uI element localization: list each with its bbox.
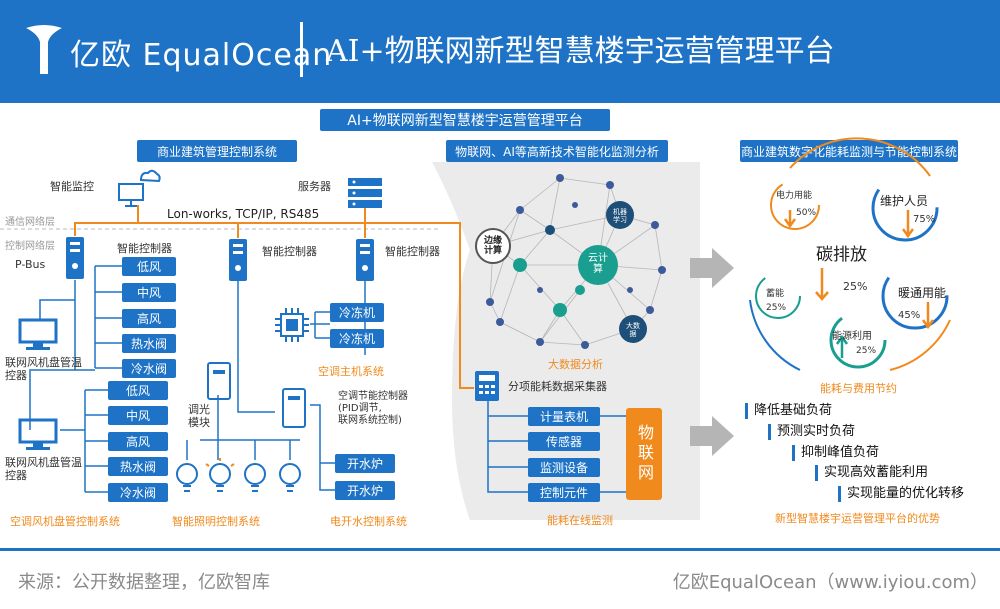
fan-box-1-cold: 冷水阀 <box>122 359 176 378</box>
fan-box-2-hot: 热水阀 <box>108 457 168 476</box>
right-section-title: 商业建筑数字化能耗监测与节能控制系统 <box>740 140 958 162</box>
monitor-cloud-icon <box>118 169 161 207</box>
energy-use-pct: 25% <box>856 346 877 356</box>
monitor-label: 智能监控 <box>50 180 94 193</box>
bigdata-node-label: 大数据 <box>626 322 640 338</box>
sys-water-label: 电开水控制系统 <box>330 515 407 528</box>
middle-section-title: 物联网、AI等高新技术智能化监测分析 <box>446 140 668 162</box>
sys-fan-coil-label: 空调风机盘管控制系统 <box>10 515 120 528</box>
footer-line <box>0 548 1000 551</box>
saving-label: 能耗与费用节约 <box>820 382 897 395</box>
power-label: 电力用能 <box>776 191 813 201</box>
iot-box-control: 控制元件 <box>528 483 600 502</box>
header-separator <box>300 22 303 77</box>
hvac-pct: 45% <box>898 310 921 321</box>
dimmer-icon <box>207 362 231 400</box>
advantage-label: 新型智慧楼宇运营管理平台的优势 <box>775 512 940 525</box>
collector-icon <box>475 371 499 401</box>
ac-host-system-label: 空调主机系统 <box>318 365 384 378</box>
boiler-box-1: 开水炉 <box>335 454 395 473</box>
left-section-title: 商业建筑管理控制系统 <box>137 140 297 162</box>
fan-box-2-low: 低风 <box>108 381 168 400</box>
controller-icon-3 <box>356 239 374 281</box>
benefit-5: 实现能量的优化转移 <box>838 486 964 502</box>
fan-box-2-mid: 中风 <box>108 406 168 425</box>
layer-comm: 通信网络层 <box>5 217 55 228</box>
ml-node-label: 机器学习 <box>613 208 627 224</box>
sys-lighting-label: 智能照明控制系统 <box>172 515 260 528</box>
footer-brand: 亿欧EqualOcean（www.iyiou.com） <box>672 572 988 593</box>
edge-node-label: 边缘计算 <box>483 236 502 256</box>
controller-icon-2 <box>229 239 247 281</box>
ac-energy-ctrl-label: 空调节能控制器 (PID调节, 联网系统控制) <box>338 391 408 426</box>
storage-pct: 25% <box>766 303 787 313</box>
cloud-node-label: 云计算 <box>588 253 608 275</box>
hvac-label: 暖通用能 <box>898 286 947 300</box>
server-label: 服务器 <box>298 180 331 193</box>
energy-use-label: 能源利用 <box>832 331 872 342</box>
controller-icon-1 <box>66 237 84 279</box>
boiler-box-2: 开水炉 <box>335 481 395 500</box>
fan-box-1-hot: 热水阀 <box>122 334 176 353</box>
pc-label-1: 联网风机盘管温控器 <box>5 356 82 382</box>
main-title: AI+物联网新型智慧楼宇运营管理平台 <box>320 109 610 131</box>
benefit-4: 实现高效蓄能利用 <box>815 465 928 481</box>
pbus-label: P-Bus <box>15 258 46 271</box>
iot-box-monitor: 监测设备 <box>528 458 600 477</box>
protocol-label: Lon-works, TCP/IP, RS485 <box>167 207 320 221</box>
layer-ctrl: 控制网络层 <box>5 241 55 252</box>
fan-box-2-high: 高风 <box>108 432 168 451</box>
dimmer-label: 调光 模块 <box>188 403 210 429</box>
power-pct: 50% <box>796 208 817 218</box>
carbon-pct: 25% <box>843 280 868 293</box>
header-underline <box>0 100 1000 103</box>
benefit-2: 预测实时负荷 <box>768 424 855 440</box>
bigdata-label: 大数据分析 <box>548 358 603 371</box>
controller-label-3: 智能控制器 <box>385 245 440 258</box>
benefit-1: 降低基础负荷 <box>745 403 832 419</box>
fan-box-1-low: 低风 <box>122 257 176 276</box>
chiller-box-1: 冷冻机 <box>330 303 384 322</box>
pc-icon-2 <box>18 418 58 450</box>
page-title: AI+物联网新型智慧楼宇运营管理平台 <box>326 34 835 69</box>
header-bar <box>0 0 1000 100</box>
pc-label-2: 联网风机盘管温控器 <box>5 456 82 482</box>
lightbulbs-icon <box>176 458 301 492</box>
iot-badge: 物联网 <box>626 408 662 500</box>
iot-box-meter: 计量表机 <box>528 407 600 426</box>
source-text: 来源：公开数据整理，亿欧智库 <box>18 572 270 593</box>
fan-box-1-mid: 中风 <box>122 283 176 302</box>
ac-controller-icon <box>282 388 306 428</box>
carbon-label: 碳排放 <box>816 245 867 265</box>
fan-box-2-cold: 冷水阀 <box>108 483 168 502</box>
collector-label: 分项能耗数据采集器 <box>508 380 607 393</box>
iot-box-sensor: 传感器 <box>528 432 600 451</box>
logo-icon <box>26 25 62 74</box>
controller-label-2: 智能控制器 <box>262 245 317 258</box>
server-icon <box>348 178 382 208</box>
controller-label-1: 智能控制器 <box>117 242 172 255</box>
storage-label: 蓄能 <box>766 289 785 299</box>
maintenance-label: 维护人员 <box>880 194 929 208</box>
pc-icon-1 <box>18 318 58 350</box>
chip-icon <box>275 308 309 342</box>
maintenance-pct: 75% <box>913 214 936 225</box>
benefit-3: 抑制峰值负荷 <box>792 445 879 461</box>
brand-name: 亿欧 EqualOcean <box>70 38 333 73</box>
chiller-box-2: 冷冻机 <box>330 329 384 348</box>
online-monitor-label: 能耗在线监测 <box>547 514 613 527</box>
fan-box-1-high: 高风 <box>122 309 176 328</box>
